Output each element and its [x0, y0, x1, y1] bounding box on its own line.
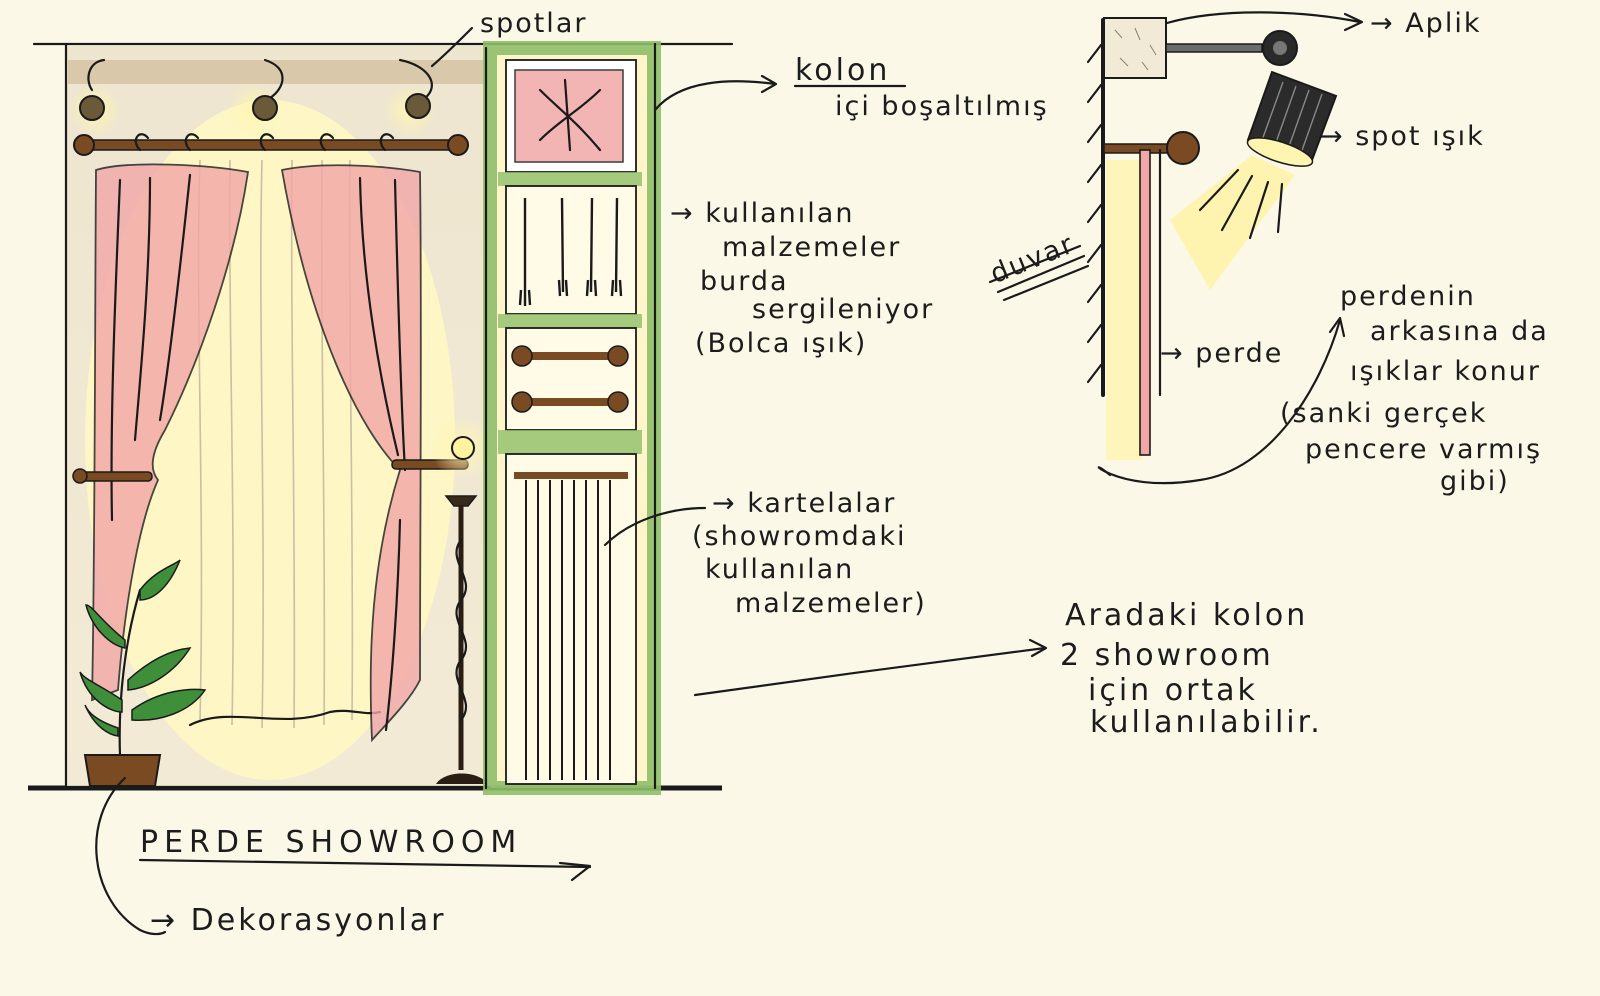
curtain-folds	[110, 173, 407, 732]
column-shelf-2	[505, 185, 637, 315]
label-kolon: kolon	[795, 53, 890, 88]
floor-lamp-icon	[431, 416, 495, 784]
label-perdenin-3: (sanki gerçek	[1280, 398, 1487, 429]
label-materials-1: malzemeler	[722, 232, 901, 263]
rod-finial	[1166, 131, 1200, 165]
label-materials-4: (Bolca ışık)	[695, 328, 867, 359]
label-aradaki-0: Aradaki kolon	[1065, 598, 1308, 633]
page-title: PERDE SHOWROOM	[140, 825, 522, 860]
title-underline-tail	[558, 861, 592, 882]
label-aplik: → Aplik	[1370, 8, 1481, 39]
curtain-rod-icon	[73, 133, 469, 156]
section-detail	[988, 12, 1364, 460]
spotlight-icon	[384, 58, 436, 136]
label-perde: → perde	[1160, 338, 1283, 369]
label-perdenin-0: perdenin	[1340, 281, 1476, 312]
label-materials-0: → kullanılan	[670, 198, 854, 229]
light-beam	[1170, 155, 1295, 290]
label-kartelalar-2: kullanılan	[705, 554, 854, 585]
plant-icon	[79, 559, 207, 787]
duvar-underline	[988, 244, 1090, 302]
column-shelf-4	[505, 453, 637, 785]
spotlight-icon	[69, 58, 121, 136]
kartela-samples	[525, 480, 611, 780]
label-perdenin-1: arkasına da	[1370, 316, 1549, 347]
title-underline	[138, 858, 592, 869]
label-aradaki-1: 2 showroom	[1060, 638, 1274, 673]
cornice-band	[68, 60, 488, 84]
label-aradaki-2: için ortak	[1088, 673, 1258, 708]
ceiling-block	[1103, 17, 1167, 79]
wall-hatch	[1086, 43, 1103, 384]
label-materials-2: burda	[700, 266, 789, 297]
sheer-hem	[188, 709, 382, 727]
label-spot-isik: → spot ışık	[1320, 121, 1485, 152]
label-duvar: duvar	[986, 228, 1079, 290]
column-shelf-3	[505, 327, 637, 431]
label-kartelalar-3: malzemeler)	[735, 588, 927, 619]
label-spotlar: spotlar	[480, 8, 587, 39]
right-curtain	[280, 164, 422, 743]
curtain-section	[1139, 149, 1151, 456]
light-rays	[1198, 168, 1284, 240]
spotlight-icon	[227, 58, 284, 138]
annotation-arrows	[95, 11, 1362, 936]
label-kartelalar-0: → kartelalar	[712, 488, 896, 519]
aplik-arm	[1165, 43, 1263, 53]
label-kartelalar-1: (showromdaki	[692, 521, 906, 552]
tassel-samples	[518, 197, 623, 306]
ceiling-spotlights	[69, 58, 436, 138]
showroom-elevation	[28, 41, 734, 882]
label-materials-3: sergileniyor	[752, 294, 934, 325]
rod-samples	[511, 345, 629, 413]
label-aradaki-3: kullanılabilir.	[1090, 705, 1323, 740]
label-perdenin-4: pencere varmış	[1305, 434, 1542, 465]
label-dekorasyonlar: → Dekorasyonlar	[150, 903, 446, 938]
label-perdenin-2: ışıklar konur	[1350, 356, 1541, 387]
label-perdenin-5: gibi)	[1440, 466, 1510, 497]
spotlight-icon	[1246, 70, 1338, 167]
labels: spotlar kolon içi boşaltılmış → kullanıl…	[140, 8, 1549, 938]
backlight-strip	[1106, 160, 1142, 460]
label-kolon-sub: içi boşaltılmış	[835, 91, 1049, 122]
display-column	[483, 41, 661, 795]
block-texture	[1114, 27, 1157, 71]
